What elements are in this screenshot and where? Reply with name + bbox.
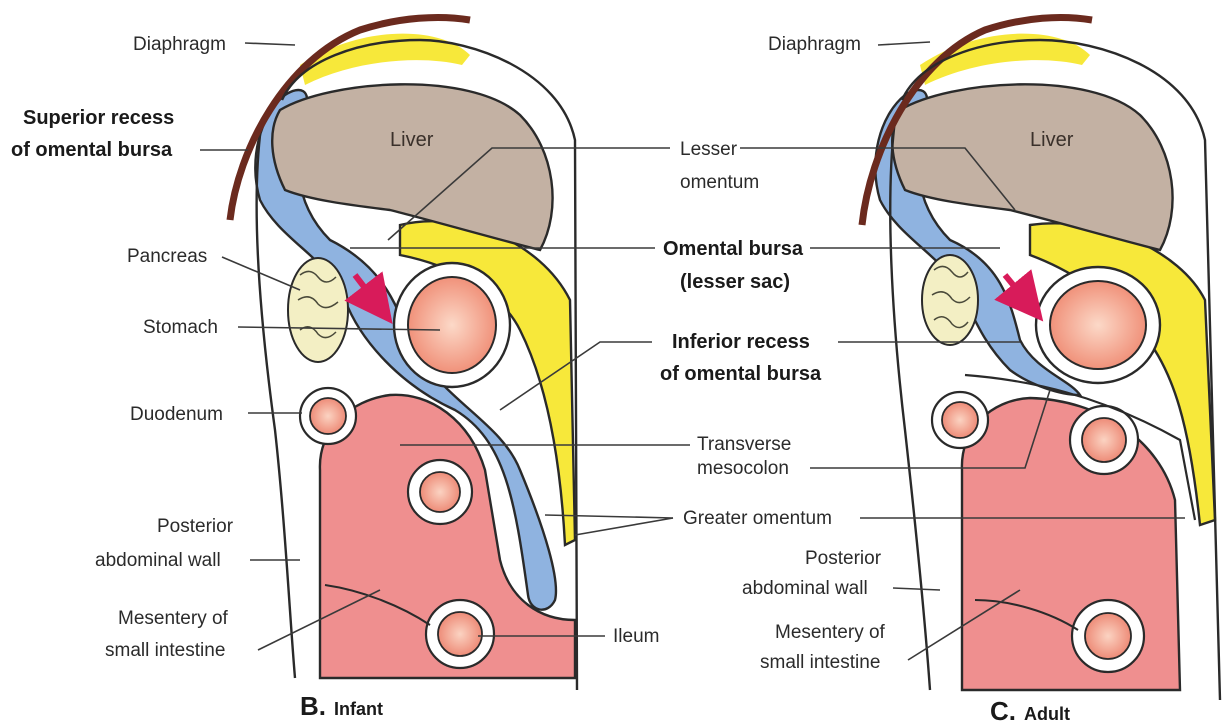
panel-infant: Liver B. Infant [230,17,577,721]
label-omental-bursa-2: (lesser sac) [680,271,790,293]
label-mesentery-infant-1: Mesentery of [118,608,229,629]
label-mesentery-infant-2: small intestine [105,640,225,661]
label-transverse-mesocolon-2: mesocolon [697,458,789,479]
label-diaphragm-adult: Diaphragm [768,34,861,55]
liver-label-infant: Liver [390,129,434,151]
pancreas-adult [922,255,978,345]
label-superior-recess-2: of omental bursa [11,139,173,161]
liver-label-adult: Liver [1030,129,1074,151]
label-mesentery-adult-2: small intestine [760,652,880,673]
caption-letter-adult: C. [990,696,1016,726]
label-greater-omentum: Greater omentum [683,508,832,529]
caption-letter-infant: B. [300,691,326,721]
label-diaphragm-infant: Diaphragm [133,34,226,55]
label-mesentery-adult-1: Mesentery of [775,622,886,643]
label-inferior-recess-1: Inferior recess [672,331,810,353]
pancreas-infant [288,258,348,362]
label-duodenum: Duodenum [130,404,223,425]
label-stomach: Stomach [143,317,218,338]
label-posterior-wall-adult-2: abdominal wall [742,578,868,599]
label-posterior-wall-infant-1: Posterior [157,516,234,537]
panel-adult: Liver C. Adult [862,17,1220,726]
label-inferior-recess-2: of omental bursa [660,363,822,385]
label-ileum: Ileum [613,626,659,647]
label-superior-recess-1: Superior recess [23,107,174,129]
label-lesser-omentum-2: omentum [680,172,759,193]
caption-word-adult: Adult [1024,704,1070,724]
caption-word-infant: Infant [334,699,383,719]
label-lesser-omentum-1: Lesser [680,139,738,160]
label-omental-bursa-1: Omental bursa [663,238,804,260]
label-posterior-wall-infant-2: abdominal wall [95,550,221,571]
label-posterior-wall-adult-1: Posterior [805,548,882,569]
label-transverse-mesocolon-1: Transverse [697,434,791,455]
label-pancreas: Pancreas [127,246,207,267]
